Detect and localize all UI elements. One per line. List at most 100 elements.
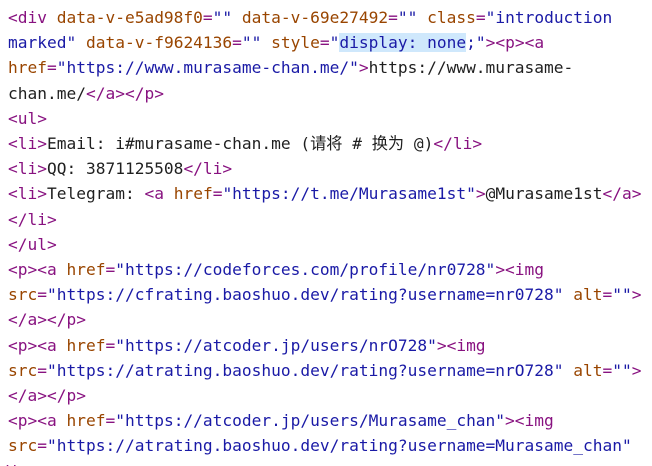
code-line: <p><a href="https://codeforces.com/profi… (8, 257, 544, 282)
code-token: chan.me/ (8, 83, 86, 103)
code-token: marked" (8, 33, 77, 53)
code-token: href (66, 411, 106, 431)
code-token: data-v-69e27492 (241, 8, 389, 27)
code-token: alt (573, 360, 603, 380)
code-token: = (37, 285, 47, 305)
code-token: "" (397, 8, 418, 27)
code-line: <li>Telegram: <a href="https://t.me/Mura… (8, 181, 642, 206)
code-token: </li> (433, 134, 483, 153)
code-token: = (388, 8, 398, 27)
code-token: <li> (8, 159, 47, 179)
code-token: = (46, 58, 57, 78)
code-token: style (271, 33, 320, 53)
code-token: src (8, 285, 38, 305)
code-token: "" (612, 360, 632, 380)
code-token: data-v-f9624136 (85, 33, 233, 53)
code-line: </a></p> (8, 383, 86, 408)
code-token: ><img (505, 411, 554, 431)
code-line: <li>Email: i#murasame-chan.me (请将 # 换为 @… (8, 131, 482, 156)
code-token: = (232, 33, 242, 53)
code-line: <p><a href="https://atcoder.jp/users/Mur… (8, 408, 554, 433)
code-token: href (66, 260, 106, 279)
code-token: > (475, 184, 486, 204)
code-token: src (8, 360, 38, 380)
code-token: </a></p> (85, 83, 164, 103)
code-token: "" (212, 8, 233, 27)
code-token: "https://t.me/Murasame1st" (222, 184, 476, 204)
code-token: </ul> (8, 234, 57, 254)
code-token: "https://www.murasame-chan.me/" (56, 58, 359, 78)
code-token: <a (144, 184, 174, 204)
code-line: <p><a href="https://atcoder.jp/users/nrO… (8, 333, 486, 358)
code-token: <div (8, 8, 57, 27)
code-token: > (358, 58, 369, 78)
code-token: class (427, 8, 476, 27)
code-line: </ul> (8, 232, 57, 257)
code-token: </a> (602, 184, 642, 204)
code-token: " (329, 33, 340, 53)
code-token: data-v-e5ad98f0 (56, 8, 203, 27)
code-token: <li> (8, 184, 47, 204)
code-token: = (319, 33, 330, 53)
code-line: marked" data-v-f9624136="" style="displa… (8, 30, 544, 55)
code-token: href (8, 58, 47, 78)
code-token: Telegram: (46, 184, 145, 204)
code-token: alt (573, 285, 603, 305)
code-line: div> (0, 459, 39, 466)
code-token: div> (0, 462, 39, 466)
code-line: href="https://www.murasame-chan.me/">htt… (8, 55, 573, 80)
code-line: src="https://atrating.baoshuo.dev/rating… (8, 433, 632, 458)
code-token: @Murasame1st (485, 184, 603, 204)
code-token (564, 361, 574, 380)
highlighted-text: display: none (339, 33, 467, 53)
code-line: src="https://cfrating.baoshuo.dev/rating… (8, 282, 642, 307)
code-token: = (37, 436, 47, 456)
code-token (76, 33, 86, 52)
code-token: <p><a (8, 335, 67, 355)
code-token: src (8, 436, 38, 456)
code-token: = (105, 335, 116, 355)
code-token: = (602, 285, 613, 305)
code-line: <ul> (8, 106, 47, 131)
code-token: "https://codeforces.com/profile/nr0728" (115, 260, 496, 279)
code-token: ><p><a (485, 33, 545, 53)
code-token (261, 33, 271, 52)
code-token: <li> (8, 134, 47, 153)
code-token: > (631, 360, 642, 380)
code-token: ;" (466, 33, 486, 53)
code-token: "https://atcoder.jp/users/Murasame_chan" (115, 411, 506, 431)
code-token: = (475, 8, 486, 27)
code-token: "https://cfrating.baoshuo.dev/rating?use… (47, 285, 564, 305)
code-line: src="https://atrating.baoshuo.dev/rating… (8, 358, 642, 383)
code-token: </a></p> (8, 386, 86, 405)
code-token: <p><a (8, 260, 67, 279)
code-line: </a></p> (8, 307, 86, 332)
code-token: "https://atrating.baoshuo.dev/rating?use… (47, 360, 564, 380)
code-token: "" (612, 285, 632, 305)
code-token: = (37, 360, 47, 380)
code-line: <div data-v-e5ad98f0="" data-v-69e27492=… (8, 5, 612, 30)
code-token (232, 8, 242, 27)
code-line: </li> (8, 207, 57, 232)
code-token: = (105, 260, 116, 279)
code-token: "introduction (485, 8, 613, 27)
code-token: ><img (436, 335, 486, 355)
code-token: "https://atcoder.jp/users/nrO728" (115, 335, 437, 355)
code-token: QQ: 3871125508 (46, 159, 184, 179)
code-token: "https://atrating.baoshuo.dev/rating?use… (47, 436, 632, 456)
code-token: <p><a (8, 411, 67, 431)
code-token: Email: i#murasame-chan.me (请将 # 换为 @) (46, 134, 434, 153)
code-token: = (212, 184, 223, 204)
code-token: "" (241, 33, 262, 53)
code-token: <ul> (8, 108, 47, 128)
code-token: = (202, 8, 213, 27)
code-token: https://www.murasame- (368, 58, 574, 78)
code-token: href (173, 184, 213, 204)
code-token: = (602, 360, 613, 380)
code-token: </li> (183, 159, 233, 179)
code-token: ><img (495, 260, 545, 279)
code-token: = (105, 411, 116, 431)
code-line: <li>QQ: 3871125508</li> (8, 156, 232, 181)
code-token: href (66, 335, 106, 355)
